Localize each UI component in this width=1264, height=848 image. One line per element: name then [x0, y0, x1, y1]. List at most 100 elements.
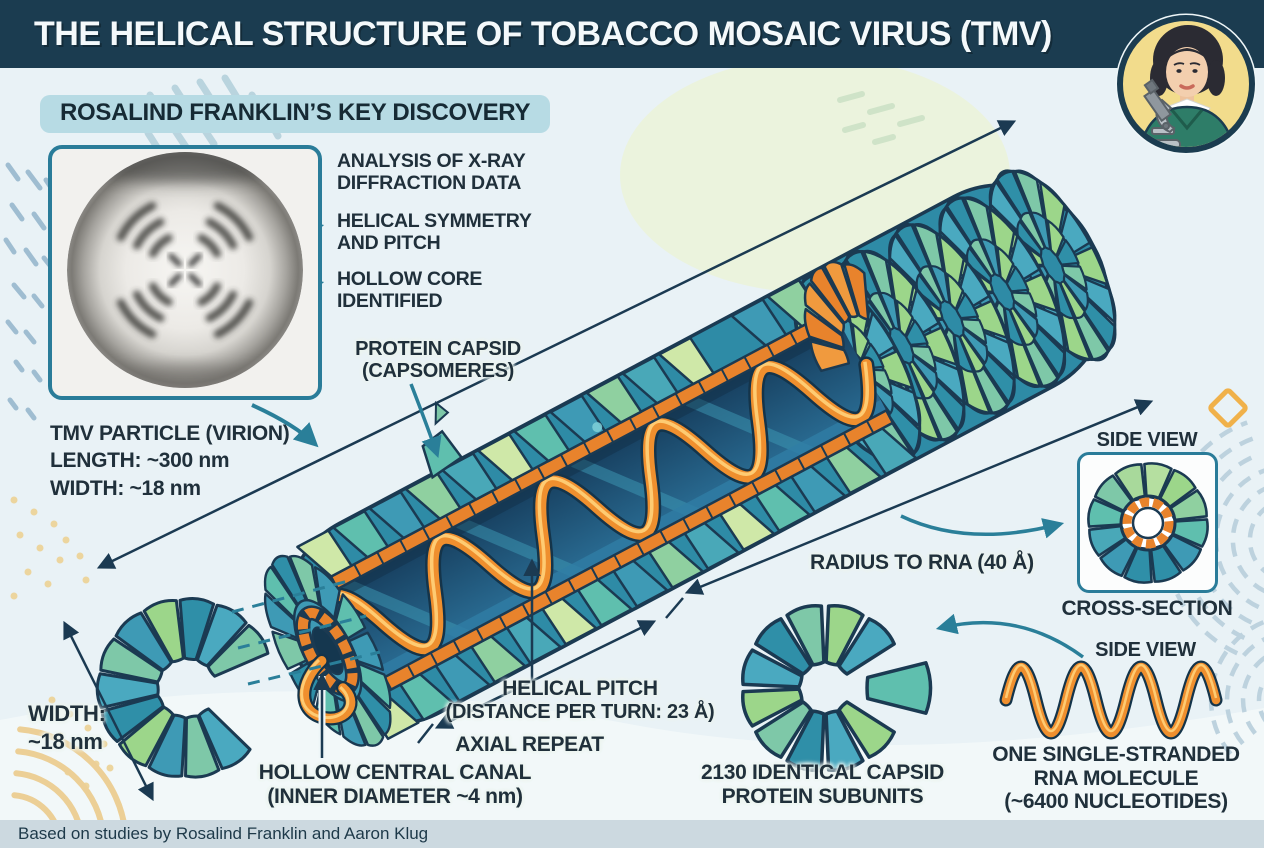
loose-subunit-wedge: [741, 687, 804, 728]
yellow-dot-decor: [10, 496, 18, 504]
loose-subunit-wedge: [785, 709, 826, 772]
loose-subunit-wedge: [754, 700, 813, 759]
green-dash-decor: [867, 103, 895, 115]
capsid-subunit-rosette: [741, 604, 933, 772]
rain-decor: [31, 211, 47, 231]
alignment-dashed-line: [237, 614, 367, 650]
label-rna-molecule: ONE SINGLE-STRANDED RNA MOLECULE (~6400 …: [992, 743, 1240, 814]
rain-decor: [5, 162, 21, 182]
orange-diamond-decor: [1208, 388, 1248, 428]
yellow-dot-decor: [44, 580, 52, 588]
capsid-disk-wedge: [1060, 264, 1088, 291]
axial-repeat-dimension-line: [434, 620, 657, 729]
capsid-disk-wedge: [1046, 219, 1065, 257]
rain-decor: [13, 359, 25, 373]
fingerprint-arc-decor: [1240, 655, 1264, 735]
c-ring-wedge: [197, 707, 252, 771]
fingerprint-arc-decor: [1213, 468, 1264, 610]
width-dimension-arrow: [63, 620, 154, 802]
header-bar: THE HELICAL STRUCTURE OF TOBACCO MOSAIC …: [0, 0, 1264, 68]
yellow-dot-decor: [50, 520, 58, 528]
label-xray-analysis: ANALYSIS OF X-RAY DIFFRACTION DATA: [337, 150, 526, 194]
xray-diffraction-photo: [48, 145, 322, 400]
yellow-dot-decor: [16, 531, 24, 539]
loose-subunit-wedge: [754, 617, 813, 676]
green-dash-decor: [837, 91, 865, 103]
rain-decor: [7, 397, 19, 411]
discovery-heading: ROSALIND FRANKLIN’S KEY DISCOVERY: [40, 95, 551, 133]
credit-text: Based on studies by Rosalind Franklin an…: [18, 824, 429, 843]
label-protein-capsid: PROTEIN CAPSID (CAPSOMERES): [355, 338, 521, 383]
strip-segment-line: [590, 566, 599, 581]
capsid-disk-wedge: [1053, 280, 1075, 320]
loose-subunit-wedge: [865, 661, 933, 715]
strip-segment-line: [521, 603, 530, 617]
rain-decor: [23, 247, 39, 267]
loose-subunit-wedge: [785, 604, 826, 667]
c-ring-wedge: [184, 714, 221, 779]
cross-section-rosette: [1086, 461, 1209, 584]
loose-subunit-wedge: [837, 617, 896, 676]
fingerprint-arc-decor: [1256, 677, 1264, 723]
rosalind-franklin-portrait: [1114, 8, 1258, 162]
loose-subunit-wedge: [741, 648, 804, 689]
subunit-rosette-arrow: [935, 613, 1085, 659]
cross-section-arrow: [900, 514, 1065, 539]
label-hollow-canal: HOLLOW CENTRAL CANAL (INNER DIAMETER ~4 …: [258, 761, 532, 808]
label-side-view-cross-section: SIDE VIEW: [1096, 429, 1198, 451]
label-side-view-rna: SIDE VIEW: [1095, 639, 1196, 661]
label-axial-repeat: AXIAL REPEAT: [455, 733, 604, 756]
loose-subunit-wedge: [824, 709, 865, 772]
label-radius-to-rna: RADIUS TO RNA (40 Å): [810, 551, 1034, 574]
dimension-tick: [665, 597, 684, 619]
rain-decor: [23, 329, 37, 345]
c-ring-wedge: [178, 597, 216, 662]
footer-bar: Based on studies by Rosalind Franklin an…: [0, 820, 1264, 848]
capsid-disk-wedge: [1062, 273, 1089, 311]
c-ring-wedge: [206, 623, 270, 678]
cross-section-hollow-core: [1131, 506, 1164, 539]
dimension-tick: [417, 723, 434, 744]
label-capsid-subunits: 2130 IDENTICAL CAPSID PROTEIN SUBUNITS: [700, 761, 945, 808]
strip-segment-line: [406, 664, 416, 678]
yellow-dot-decor: [10, 592, 18, 600]
label-width: WIDTH: ~18 nm: [28, 701, 106, 754]
loose-subunit-wedge: [837, 700, 896, 759]
light-wave-blob: [0, 691, 1264, 848]
page-title: THE HELICAL STRUCTURE OF TOBACCO MOSAIC …: [34, 14, 1052, 53]
label-helical-pitch: HELICAL PITCH (DISTANCE PER TURN: 23 Å): [445, 677, 715, 723]
strip-segment-line: [567, 579, 576, 593]
label-tmv-particle: TMV PARTICLE (VIRION) LENGTH: ~300 nm WI…: [50, 422, 290, 500]
diffraction-halo: [67, 152, 303, 388]
rain-decor: [3, 237, 17, 255]
capsid-disk-wedge: [1056, 239, 1080, 266]
loose-subunit-wedge: [824, 604, 865, 667]
c-ring-wedge: [142, 599, 185, 664]
strip-segment-line: [544, 591, 553, 605]
rain-decor: [31, 369, 43, 383]
rain-decor: [31, 293, 45, 309]
rain-decor: [25, 407, 37, 421]
yellow-dot-decor: [76, 552, 84, 560]
capsid-disk-wedge: [1059, 280, 1086, 320]
yellow-dot-decor: [56, 556, 64, 564]
rain-decor: [5, 319, 19, 335]
protein-capsid-arrow: [409, 383, 442, 458]
label-hollow-core: HOLLOW CORE IDENTIFIED: [337, 268, 483, 312]
rain-decor: [11, 282, 27, 300]
xray-diffraction-pattern: [67, 152, 303, 388]
capsid-disk-wedge: [1030, 211, 1052, 251]
label-cross-section: CROSS-SECTION: [1061, 597, 1233, 620]
rain-decor: [9, 202, 25, 222]
yellow-dot-decor: [82, 576, 90, 584]
yellow-dot-decor: [24, 568, 32, 576]
capsid-disk-wedge: [1019, 211, 1046, 251]
label-helical-symmetry: HELICAL SYMMETRY AND PITCH: [337, 210, 532, 254]
tmv-particle-arrow: [251, 403, 319, 448]
length-dimension-line: [96, 120, 1017, 569]
yellow-dot-decor: [48, 696, 56, 704]
yellow-dot-decor: [62, 536, 70, 544]
alignment-dashed-line: [247, 650, 381, 686]
